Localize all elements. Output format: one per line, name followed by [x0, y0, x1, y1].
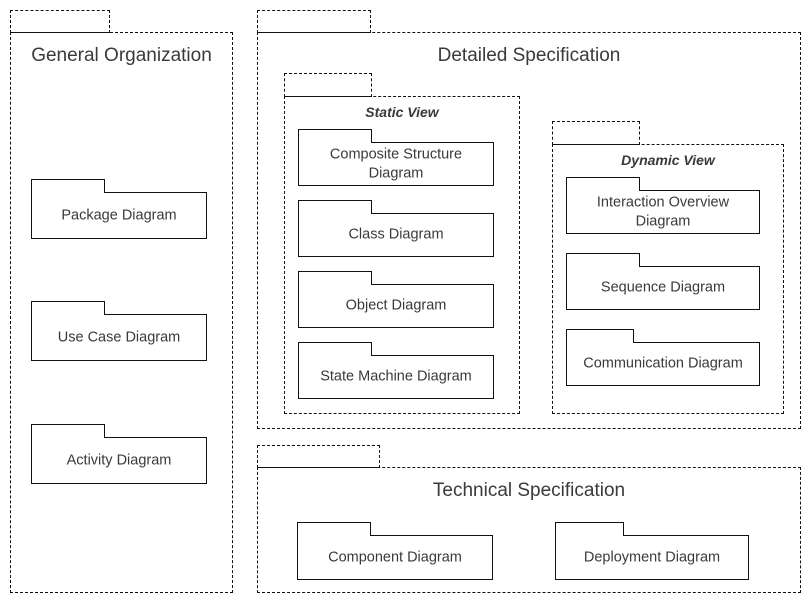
package-tab-composite-structure-diagram [298, 129, 372, 143]
package-tab-general-organization [10, 10, 110, 33]
package-body-class-diagram: Class Diagram [298, 213, 494, 257]
package-tab-sequence-diagram [566, 253, 640, 267]
package-title-communication-diagram: Communication Diagram [583, 355, 743, 372]
package-body-dynamic-view: Dynamic View Interaction Overview Diagra… [552, 144, 784, 414]
package-body-package-diagram: Package Diagram [31, 192, 207, 239]
package-tab-static-view [284, 73, 372, 97]
package-title-detailed-specification: Detailed Specification [437, 45, 621, 66]
package-package-diagram[interactable]: Package Diagram [31, 179, 207, 239]
package-title-use-case-diagram: Use Case Diagram [57, 329, 181, 346]
package-deployment-diagram[interactable]: Deployment Diagram [555, 522, 749, 580]
package-tab-state-machine-diagram [298, 342, 372, 356]
package-body-use-case-diagram: Use Case Diagram [31, 314, 207, 361]
package-body-communication-diagram: Communication Diagram [566, 342, 760, 386]
package-tab-use-case-diagram [31, 301, 105, 315]
package-title-activity-diagram: Activity Diagram [66, 452, 172, 469]
package-title-general-organization: General Organization [31, 45, 212, 66]
package-title-sequence-diagram: Sequence Diagram [600, 279, 726, 296]
package-body-composite-structure-diagram: Composite Structure Diagram [298, 142, 494, 186]
package-tab-detailed-specification [257, 10, 371, 33]
package-state-machine-diagram[interactable]: State Machine Diagram [298, 342, 494, 399]
package-title-class-diagram: Class Diagram [348, 226, 444, 243]
package-tab-package-diagram [31, 179, 105, 193]
package-body-interaction-overview-diagram: Interaction Overview Diagram [566, 190, 760, 234]
package-body-sequence-diagram: Sequence Diagram [566, 266, 760, 310]
package-title-object-diagram: Object Diagram [345, 297, 447, 314]
package-tab-class-diagram [298, 200, 372, 214]
package-title-state-machine-diagram: State Machine Diagram [320, 368, 472, 385]
package-body-detailed-specification: Detailed Specification Static View Compo… [257, 32, 801, 429]
package-sequence-diagram[interactable]: Sequence Diagram [566, 253, 760, 310]
package-body-state-machine-diagram: State Machine Diagram [298, 355, 494, 399]
package-activity-diagram[interactable]: Activity Diagram [31, 424, 207, 484]
package-title-technical-specification: Technical Specification [432, 480, 626, 501]
package-tab-interaction-overview-diagram [566, 177, 640, 191]
package-communication-diagram[interactable]: Communication Diagram [566, 329, 760, 386]
package-object-diagram[interactable]: Object Diagram [298, 271, 494, 328]
package-tab-dynamic-view [552, 121, 640, 145]
package-body-technical-specification: Technical Specification Component Diagra… [257, 467, 801, 593]
package-title-package-diagram: Package Diagram [61, 207, 177, 224]
package-title-composite-structure-diagram: Composite Structure Diagram [329, 146, 463, 181]
package-tab-deployment-diagram [555, 522, 624, 536]
package-tab-object-diagram [298, 271, 372, 285]
package-body-activity-diagram: Activity Diagram [31, 437, 207, 484]
package-static-view[interactable]: Static View Composite Structure Diagram … [284, 73, 520, 414]
package-tab-technical-specification [257, 445, 380, 468]
package-title-static-view: Static View [365, 104, 439, 120]
package-dynamic-view[interactable]: Dynamic View Interaction Overview Diagra… [552, 121, 784, 414]
package-body-object-diagram: Object Diagram [298, 284, 494, 328]
package-composite-structure-diagram[interactable]: Composite Structure Diagram [298, 129, 494, 186]
package-technical-specification[interactable]: Technical Specification Component Diagra… [257, 445, 801, 593]
package-interaction-overview-diagram[interactable]: Interaction Overview Diagram [566, 177, 760, 234]
package-component-diagram[interactable]: Component Diagram [297, 522, 493, 580]
package-title-component-diagram: Component Diagram [328, 549, 462, 566]
package-use-case-diagram[interactable]: Use Case Diagram [31, 301, 207, 361]
package-tab-component-diagram [297, 522, 371, 536]
package-tab-communication-diagram [566, 329, 634, 343]
package-body-component-diagram: Component Diagram [297, 535, 493, 580]
package-body-static-view: Static View Composite Structure Diagram … [284, 96, 520, 414]
package-tab-activity-diagram [31, 424, 105, 438]
package-title-deployment-diagram: Deployment Diagram [583, 549, 721, 566]
package-class-diagram[interactable]: Class Diagram [298, 200, 494, 257]
package-body-deployment-diagram: Deployment Diagram [555, 535, 749, 580]
package-title-interaction-overview-diagram: Interaction Overview Diagram [596, 194, 730, 229]
package-title-dynamic-view: Dynamic View [621, 152, 715, 168]
package-general-organization[interactable]: General Organization Package Diagram Use… [10, 10, 233, 593]
package-body-general-organization: General Organization Package Diagram Use… [10, 32, 233, 593]
package-detailed-specification[interactable]: Detailed Specification Static View Compo… [257, 10, 801, 429]
